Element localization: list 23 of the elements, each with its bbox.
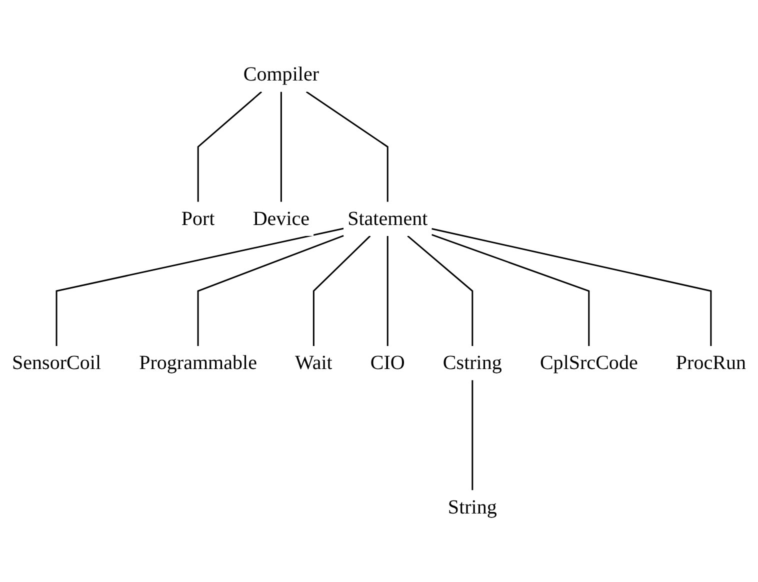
node-text: Cstring xyxy=(442,352,502,374)
node-text: Compiler xyxy=(243,64,320,86)
node-text: SensorCoil xyxy=(12,352,102,374)
connector xyxy=(306,91,388,202)
connector xyxy=(407,235,474,346)
node-text: String xyxy=(448,496,497,518)
connector xyxy=(312,235,371,346)
node-text: Device xyxy=(252,208,310,230)
node-text: Statement xyxy=(348,208,428,230)
node-text: CplSrcCode xyxy=(540,352,638,374)
connector xyxy=(386,236,388,346)
connector xyxy=(197,91,262,202)
node-text: Wait xyxy=(295,352,332,374)
connector xyxy=(56,228,344,346)
node-text: ProcRun xyxy=(676,352,746,374)
node-text: Port xyxy=(181,208,215,230)
node-text: CIO xyxy=(370,352,405,374)
connector xyxy=(431,234,590,346)
node-text: Programmable xyxy=(139,352,257,374)
connector xyxy=(472,380,474,490)
connector xyxy=(432,228,712,346)
connector xyxy=(280,92,282,202)
connector xyxy=(197,234,344,346)
